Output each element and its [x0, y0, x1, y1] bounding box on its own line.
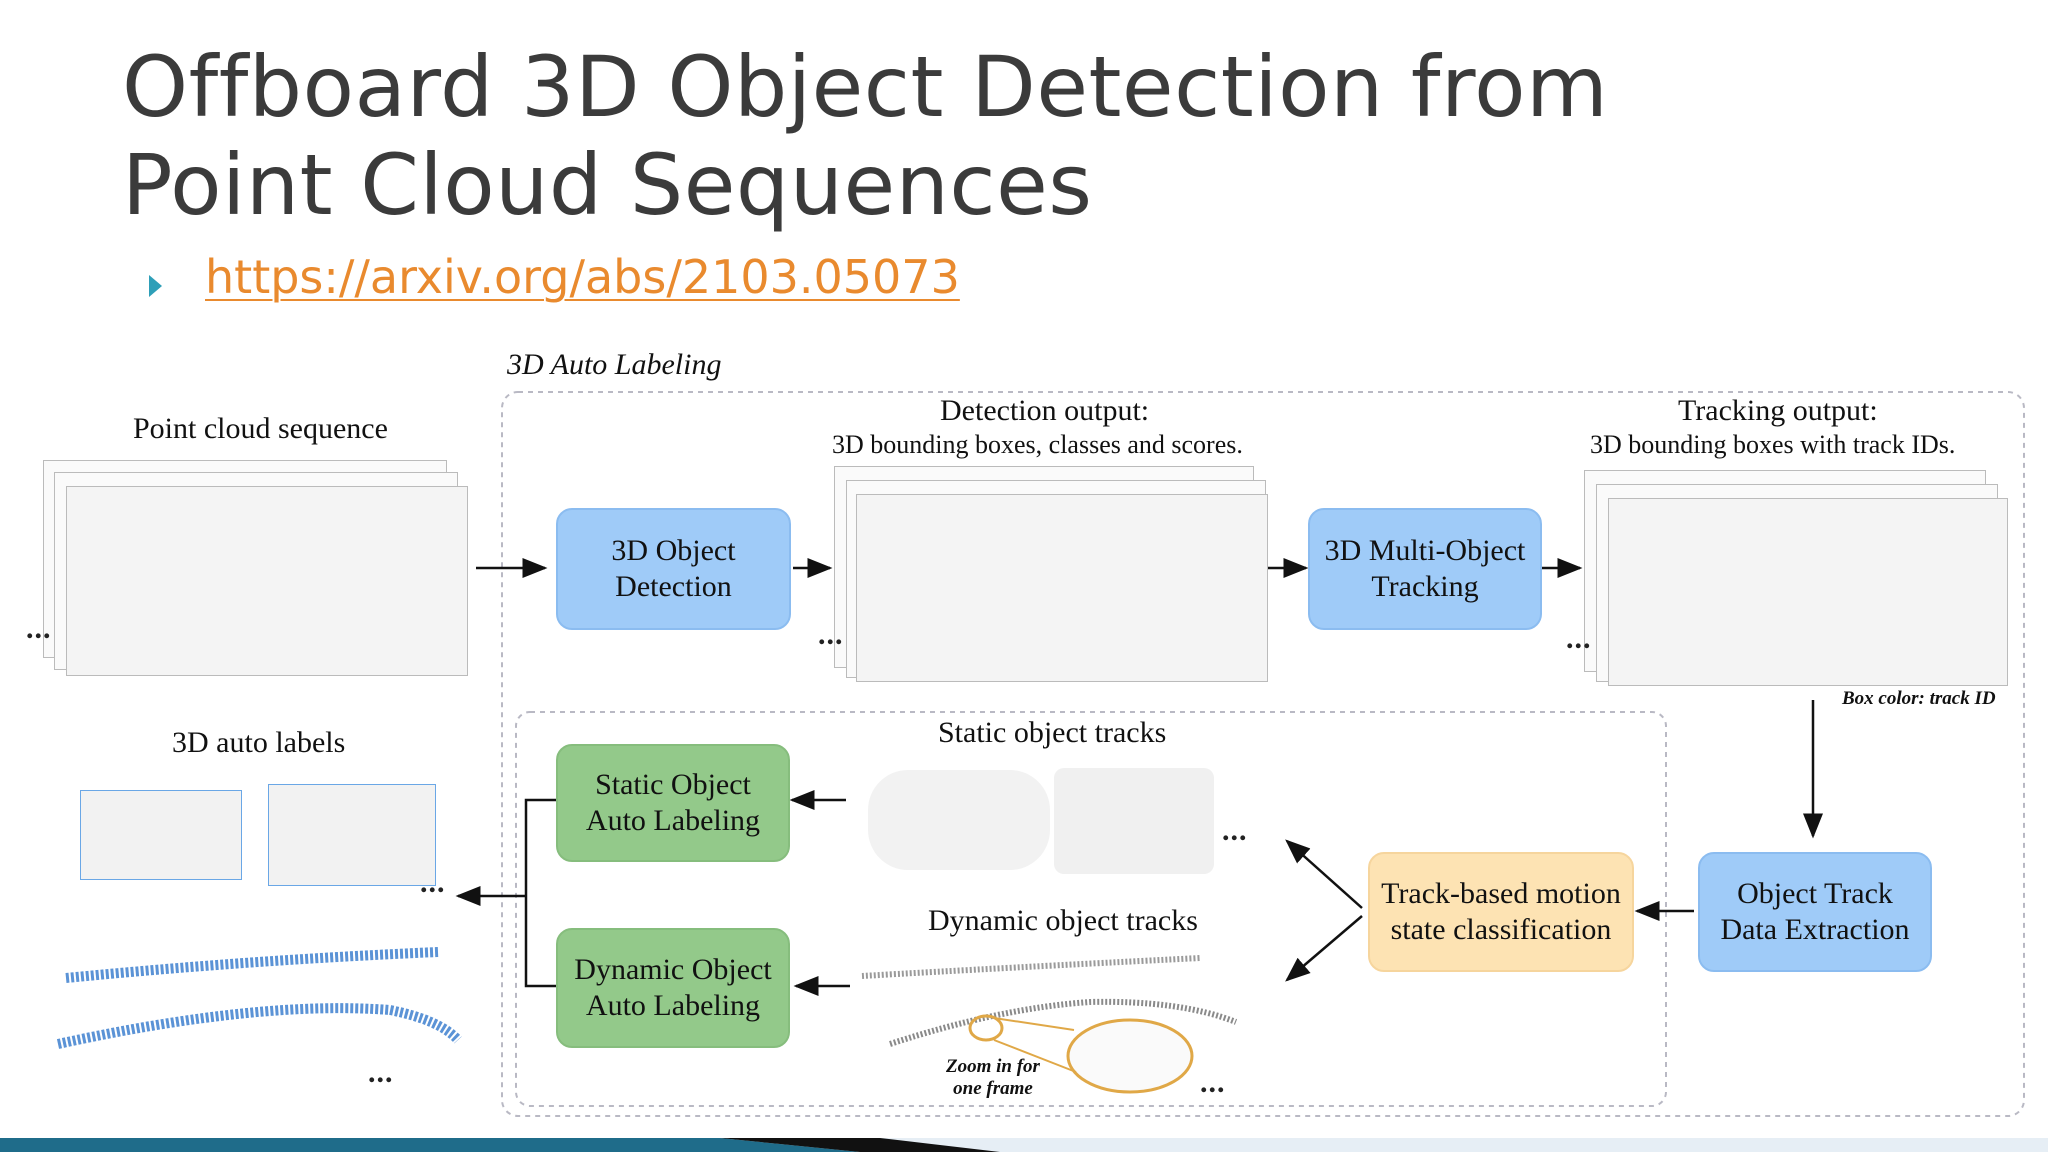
zoom-lens-large: [1066, 1018, 1194, 1094]
auto-label-car: [80, 790, 242, 880]
point-cloud-label: Point cloud sequence: [133, 412, 388, 445]
auto-labeling-outline: [501, 391, 2025, 1117]
tracking-ellipsis: ...: [1566, 622, 1592, 655]
auto-label-bus: [268, 784, 436, 886]
merge-bracket: [524, 798, 556, 988]
group-title: 3D Auto Labeling: [507, 348, 722, 381]
static-track-car: [868, 770, 1050, 870]
dynamic-tracks-ellipsis: ...: [1200, 1066, 1226, 1099]
trajectories-ellipsis: ...: [368, 1056, 394, 1089]
static-track-bus: [1054, 768, 1214, 874]
static-tracks-ellipsis: ...: [1222, 814, 1248, 847]
detection-output-title: Detection output:: [940, 394, 1150, 427]
tracking-frame-front: [1608, 498, 2008, 686]
arrow-motion-to-dynamic: [1285, 915, 1363, 982]
point-cloud-frame-front: [66, 486, 468, 676]
tracking-output-title: Tracking output:: [1678, 394, 1878, 427]
detection-output-sub: 3D bounding boxes, classes and scores.: [832, 430, 1243, 459]
zoom-note: Zoom in for one frame: [946, 1056, 1040, 1099]
point-cloud-ellipsis: ...: [26, 612, 52, 645]
auto-labels-label: 3D auto labels: [172, 726, 346, 759]
auto-labels-ellipsis: ...: [420, 866, 446, 899]
arxiv-link[interactable]: https://arxiv.org/abs/2103.05073: [205, 250, 960, 304]
dynamic-tracks-label: Dynamic object tracks: [928, 904, 1198, 937]
object-labeling-outline: [515, 711, 1667, 1107]
slide-title: Offboard 3D Object Detection from Point …: [122, 38, 1609, 234]
detection-frame-front: [856, 494, 1268, 682]
box-color-note: Box color: track ID: [1842, 688, 1996, 709]
static-tracks-label: Static object tracks: [938, 716, 1167, 749]
detection-ellipsis: ...: [818, 618, 844, 651]
zoom-lens-small: [968, 1014, 1004, 1042]
bullet-arrow-icon: [149, 275, 162, 297]
bottom-decor-bar: [0, 1138, 2048, 1152]
arrow-motion-to-static: [1285, 839, 1363, 909]
tracking-output-sub: 3D bounding boxes with track IDs.: [1590, 430, 1956, 459]
